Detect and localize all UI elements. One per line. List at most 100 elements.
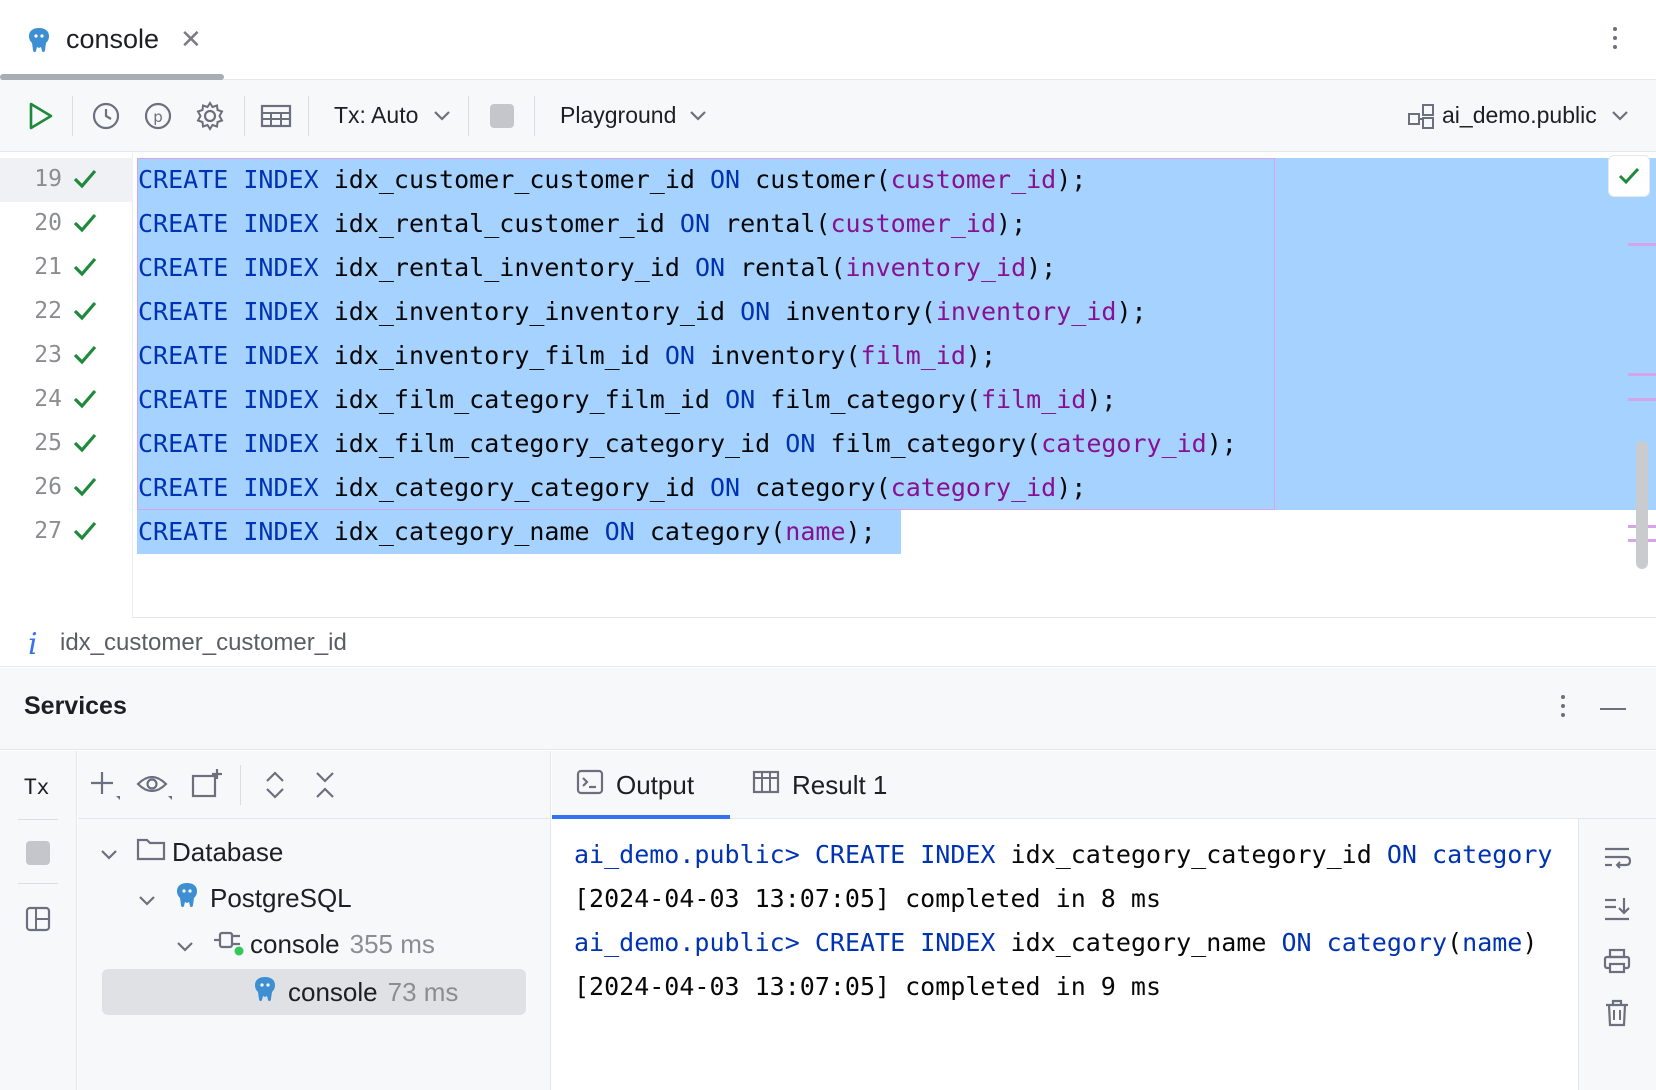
index-name: idx_rental_customer_id xyxy=(333,209,665,238)
statement-ok-icon[interactable] xyxy=(72,387,98,413)
schema-label: ai_demo.public xyxy=(1442,102,1597,128)
tree-label: console xyxy=(250,928,340,959)
table-icon[interactable] xyxy=(258,98,294,134)
tree-item-console-session[interactable]: console 355 ms xyxy=(176,921,435,967)
tab-output[interactable]: Output xyxy=(576,751,694,819)
more-options-icon[interactable] xyxy=(1558,692,1568,724)
sql-keyword: INDEX xyxy=(243,385,319,414)
index-name: idx_category_category_id xyxy=(333,473,695,502)
statement-end: ); xyxy=(1116,297,1147,326)
index-name: idx_category_name xyxy=(333,517,590,546)
expand-all-icon[interactable] xyxy=(262,769,288,806)
column-name: inventory_id xyxy=(935,297,1117,326)
column-name: customer_id xyxy=(890,165,1057,194)
statement-ok-icon[interactable] xyxy=(72,343,98,369)
sql-keyword: INDEX xyxy=(243,209,319,238)
tree-item-console[interactable]: console 73 ms xyxy=(102,969,526,1015)
sql-keyword: CREATE xyxy=(138,473,229,502)
chevron-down-icon xyxy=(176,929,212,960)
statement-ok-icon[interactable] xyxy=(72,475,98,501)
toolbar-separator xyxy=(72,96,73,136)
statement-end: ); xyxy=(965,341,997,370)
editor-scrollbar[interactable] xyxy=(1636,441,1648,569)
statement-ok-icon[interactable] xyxy=(72,519,98,545)
sql-keyword: CREATE xyxy=(138,429,229,458)
index-name: idx_inventory_inventory_id xyxy=(333,297,726,326)
statement-ok-icon[interactable] xyxy=(72,167,98,193)
statement-ok-icon[interactable] xyxy=(72,211,98,237)
table-name: category xyxy=(1326,928,1448,957)
table-name: film_category xyxy=(770,385,966,414)
tree-item-postgresql[interactable]: PostgreSQL xyxy=(138,875,352,921)
toolbar-separator xyxy=(468,96,469,136)
collapse-all-icon[interactable] xyxy=(312,769,338,806)
gear-icon[interactable] xyxy=(192,98,228,134)
stop-icon[interactable] xyxy=(490,104,514,128)
sql-keyword: CREATE xyxy=(138,341,229,370)
context-info-bar: i idx_customer_customer_id xyxy=(0,619,1656,667)
code-line: CREATE INDEX idx_inventory_film_id ON in… xyxy=(138,334,996,378)
statement-ok-icon[interactable] xyxy=(72,431,98,457)
eye-icon[interactable] xyxy=(136,771,174,806)
paren: ( xyxy=(1026,429,1042,458)
output-panel: Output Result 1 ai_demo.public> CREATE I… xyxy=(552,751,1656,1090)
close-icon[interactable]: ✕ xyxy=(180,24,202,54)
services-side-strip: Tx xyxy=(0,751,77,1090)
index-name: idx_rental_inventory_id xyxy=(333,253,680,282)
tx-button[interactable]: Tx xyxy=(24,775,50,799)
context-info-text: idx_customer_customer_id xyxy=(60,629,347,656)
sql-keyword: INDEX xyxy=(243,517,319,546)
soft-wrap-icon[interactable] xyxy=(1599,839,1635,875)
sql-keyword: CREATE xyxy=(138,517,229,546)
sql-keyword: CREATE xyxy=(138,253,229,282)
table-name: inventory xyxy=(710,341,846,370)
toolbar-separator xyxy=(534,96,535,136)
sql-keyword: ON xyxy=(694,253,726,282)
stop-icon[interactable] xyxy=(26,841,50,865)
paren: ( xyxy=(845,341,861,370)
parameters-icon[interactable]: p xyxy=(140,98,176,134)
sql-keyword: INDEX xyxy=(920,840,996,869)
print-icon[interactable] xyxy=(1599,943,1635,979)
toolbar-separator xyxy=(244,96,245,136)
code-line: CREATE INDEX idx_category_category_id ON… xyxy=(138,466,1086,510)
column-name: film_id xyxy=(860,341,966,370)
tree-label: PostgreSQL xyxy=(210,882,352,913)
strip-separator xyxy=(18,883,58,884)
tab-label: console xyxy=(66,24,160,54)
run-icon[interactable] xyxy=(22,98,58,134)
scroll-to-end-icon[interactable] xyxy=(1599,891,1635,927)
inspection-ok-icon[interactable] xyxy=(1608,155,1650,197)
tab-console[interactable]: console ✕ xyxy=(0,0,224,80)
table-name: customer xyxy=(755,165,876,194)
column-name: category_id xyxy=(890,473,1057,502)
tab-result-1[interactable]: Result 1 xyxy=(752,751,887,819)
console-line: [2024-04-03 13:07:05] completed in 9 ms xyxy=(574,965,1574,1009)
line-number: 21 xyxy=(34,254,62,280)
scroll-marker xyxy=(1628,373,1656,376)
tab-label: Result 1 xyxy=(792,769,888,800)
history-icon[interactable] xyxy=(88,98,124,134)
code-line: CREATE INDEX idx_inventory_inventory_id … xyxy=(138,290,1147,334)
column-name: film_id xyxy=(980,385,1087,414)
code-line: CREATE INDEX idx_customer_customer_id ON… xyxy=(138,158,1086,202)
text-selection xyxy=(137,158,1656,510)
paren: ( xyxy=(1447,928,1463,957)
trash-icon[interactable] xyxy=(1599,995,1635,1031)
console-line: ai_demo.public> CREATE INDEX idx_categor… xyxy=(574,833,1574,877)
add-icon[interactable] xyxy=(88,769,122,808)
new-session-icon[interactable] xyxy=(190,767,224,806)
console-duration: 73 ms xyxy=(387,976,459,1007)
layout-icon[interactable] xyxy=(24,905,52,938)
tree-item-database[interactable]: Database xyxy=(100,829,283,875)
statement-ok-icon[interactable] xyxy=(72,299,98,325)
paren: ( xyxy=(770,517,786,546)
statement-ok-icon[interactable] xyxy=(72,255,98,281)
more-options-icon[interactable] xyxy=(1610,24,1620,56)
services-header: Services xyxy=(0,668,1656,750)
current-line-highlight xyxy=(0,158,133,202)
sql-keyword: CREATE xyxy=(138,165,229,194)
toolbar-separator xyxy=(308,96,309,136)
minimize-icon[interactable] xyxy=(1600,708,1626,710)
